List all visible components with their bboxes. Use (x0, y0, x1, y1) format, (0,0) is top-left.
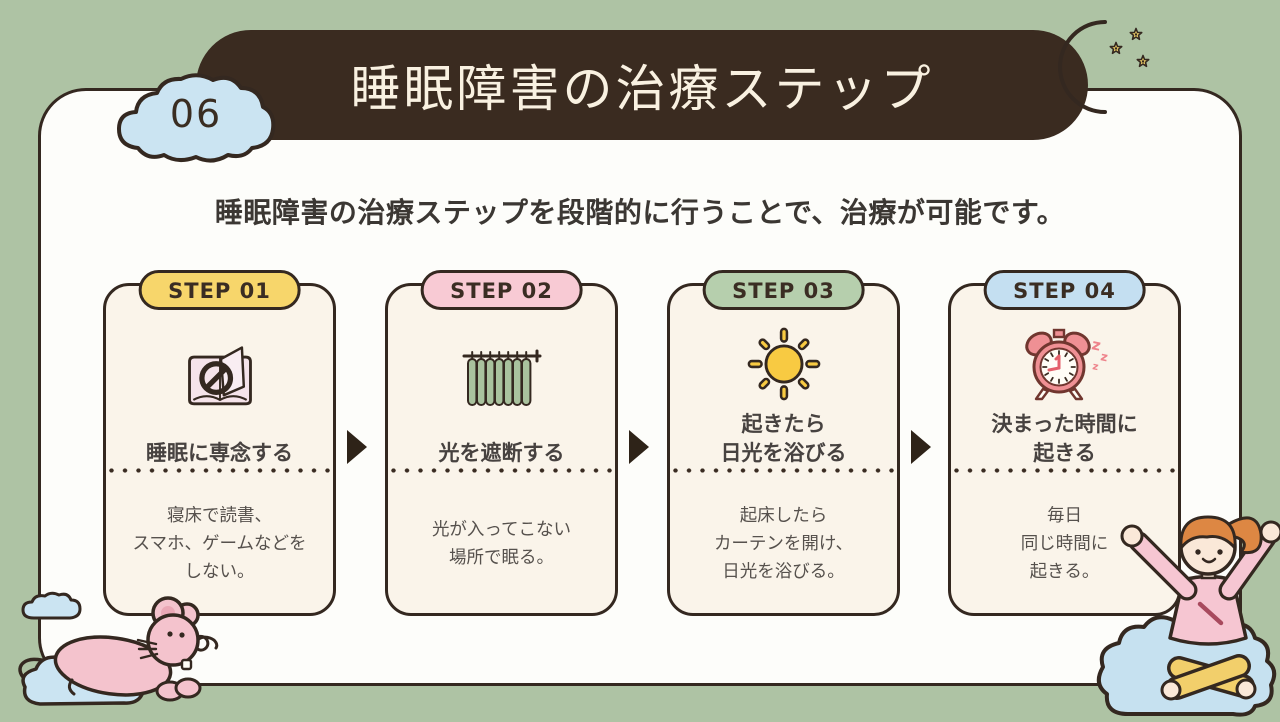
step-2-badge: STEP 02 (420, 270, 583, 310)
crescent-moon-decoration (1045, 14, 1169, 122)
crescent-moon-icon (1058, 20, 1150, 114)
mouse-on-cloud-decoration (10, 588, 240, 716)
step-4-badge: STEP 04 (983, 270, 1146, 310)
girl-on-cloud-decoration (1083, 486, 1280, 718)
step-arrow-icon (629, 430, 649, 464)
curtain-icon (460, 286, 544, 439)
svg-text:z: z (1090, 335, 1103, 354)
alarm-clock-icon: z z z (1015, 286, 1115, 410)
step-1-bottom: 寝床で読書、 スマホ、ゲームなどを しない。 (114, 474, 325, 613)
step-2-description: 光が入ってこない 場所で眠る。 (431, 519, 572, 568)
step-card-2: STEP 02 (385, 270, 618, 616)
step-4-bottom: 毎日 同じ時間に 起きる。 (959, 474, 1170, 613)
dotted-divider (389, 468, 614, 473)
step-1-badge: STEP 01 (138, 270, 301, 310)
step-4-description: 毎日 同じ時間に 起きる。 (1020, 505, 1109, 582)
step-3-top: 起きたら 日光を浴びる (670, 286, 897, 477)
step-4-top: z z z 決まった時間に 起きる (951, 286, 1178, 477)
page-title: 睡眠障害の治療ステップ (350, 60, 934, 118)
cloud-number-badge (112, 68, 280, 168)
step-3-bottom: 起床したら カーテンを開け、 日光を浴びる。 (678, 474, 889, 613)
svg-text:z: z (1091, 361, 1099, 373)
mouse-on-cloud-icon (18, 591, 219, 706)
cloud-icon (117, 73, 276, 163)
step-1-title: 睡眠に専念する (146, 441, 293, 466)
girl-stretching-icon (1096, 515, 1280, 717)
dotted-divider (952, 468, 1177, 473)
step-2-bottom: 光が入ってこない 場所で眠る。 (396, 474, 607, 613)
slide-number: 06 (169, 92, 223, 136)
sun-icon (745, 286, 823, 410)
stars-icon (1109, 27, 1150, 68)
step-4-title: 決まった時間に 起きる (991, 412, 1138, 466)
slide-subtitle: 睡眠障害の治療ステップを段階的に行うことで、治療が可能です。 (214, 196, 1066, 229)
step-card-4: STEP 04 (948, 270, 1181, 616)
banned-book-icon (180, 286, 260, 439)
step-1-description: 寝床で読書、 スマホ、ゲームなどを しない。 (132, 505, 307, 582)
dotted-divider (107, 468, 332, 473)
step-3-badge: STEP 03 (702, 270, 865, 310)
step-3-description: 起床したら カーテンを開け、 日光を浴びる。 (713, 505, 854, 582)
step-arrow-icon (347, 430, 367, 464)
step-2-title: 光を遮断する (438, 441, 565, 466)
step-card-1: STEP 01 睡眠に専念する 寝床で読書、 スマホ、ゲームなどを しない。 (103, 270, 336, 616)
step-3-title: 起きたら 日光を浴びる (720, 412, 847, 466)
step-card-3: STEP 03 (667, 270, 900, 616)
dotted-divider (671, 468, 896, 473)
step-2-top: 光を遮断する (388, 286, 615, 477)
header-banner: 睡眠障害の治療ステップ (196, 30, 1088, 140)
step-arrow-icon (911, 430, 931, 464)
step-1-top: 睡眠に専念する (106, 286, 333, 477)
svg-text:z: z (1099, 349, 1109, 364)
